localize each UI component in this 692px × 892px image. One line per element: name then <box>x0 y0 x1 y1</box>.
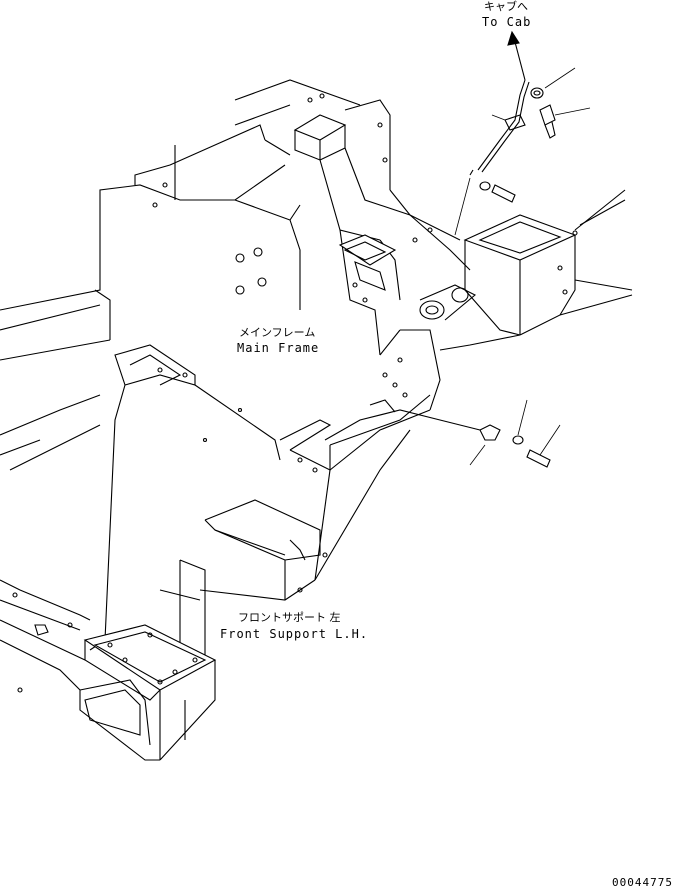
front-support-label-jp: フロントサポート 左 <box>238 611 341 624</box>
frame-background-lines <box>0 79 361 471</box>
right-mounting-block <box>439 189 633 351</box>
hardware-parts <box>324 30 591 468</box>
main-frame-label-en: Main Frame <box>237 341 320 355</box>
lower-frame <box>0 329 441 761</box>
front-support-label-en: Front Support L.H. <box>220 627 369 641</box>
to-cab-label-en: To Cab <box>482 15 532 29</box>
main-frame-upper <box>293 99 476 356</box>
front-support-lh <box>83 344 332 761</box>
bolt-holes <box>12 93 433 693</box>
main-frame-label-jp: メインフレーム <box>239 326 316 339</box>
to-cab-label-jp: キャブへ <box>484 0 528 13</box>
drawing-number: 00044775 <box>612 876 673 889</box>
